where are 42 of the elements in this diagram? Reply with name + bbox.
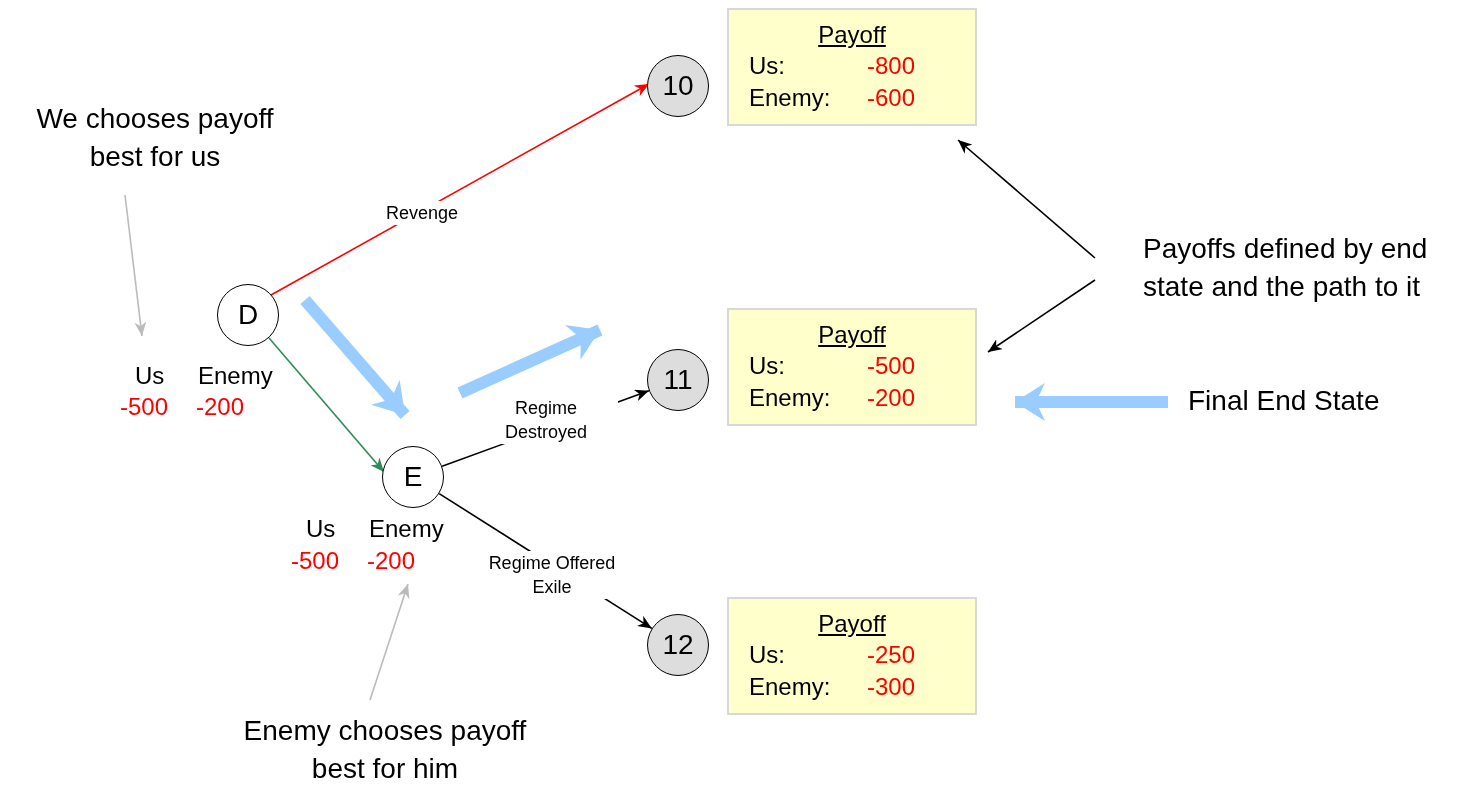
player-label: Us <box>135 362 165 390</box>
payoff-heading: Payoff <box>817 320 887 350</box>
end-state-circle: 10 <box>647 55 709 117</box>
player-label: Enemy: <box>749 383 832 413</box>
player-label: Us <box>306 515 336 543</box>
player-label: Enemy: <box>749 83 832 113</box>
payoff-box <box>727 8 977 126</box>
payoff-value: -600 <box>867 83 917 113</box>
arrow <box>987 279 1096 353</box>
arrow <box>268 337 385 473</box>
annotation-text: Final End State <box>1188 382 1418 422</box>
end-state-circle: 12 <box>647 614 709 676</box>
player-label: Enemy: <box>749 672 832 702</box>
end-state-circle: 11 <box>647 349 709 411</box>
arrow <box>369 583 410 701</box>
player-label: Enemy <box>369 515 444 543</box>
arrow <box>124 194 147 337</box>
annotation-text: We chooses payoff best for us <box>10 100 300 180</box>
annotation-text: Payoffs defined by end state and the path to it <box>1143 230 1473 308</box>
direction-arrow <box>300 296 410 419</box>
decision-node-circle: D <box>217 284 279 346</box>
player-label: Us: <box>749 351 786 381</box>
payoff-heading: Payoff <box>817 609 887 639</box>
payoff-heading: Payoff <box>817 20 887 50</box>
player-label: Us: <box>749 640 786 670</box>
payoff-value: -800 <box>867 51 917 81</box>
direction-arrow <box>1015 383 1168 421</box>
payoff-box <box>727 597 977 715</box>
payoff-value: -300 <box>867 672 917 702</box>
payoff-value: -500 <box>120 393 169 421</box>
player-label: Enemy <box>198 362 273 390</box>
payoff-value: -200 <box>196 393 245 421</box>
arrow <box>957 139 1096 259</box>
annotation-text: Enemy chooses payoff best for him <box>240 712 530 788</box>
payoff-value: -500 <box>291 547 340 575</box>
payoff-box <box>727 308 977 426</box>
payoff-value: -500 <box>867 351 917 381</box>
player-label: Us: <box>749 51 786 81</box>
payoff-value: -200 <box>867 383 917 413</box>
payoff-value: -250 <box>867 640 917 670</box>
decision-node-circle: E <box>382 446 444 508</box>
payoff-value: -200 <box>367 547 416 575</box>
